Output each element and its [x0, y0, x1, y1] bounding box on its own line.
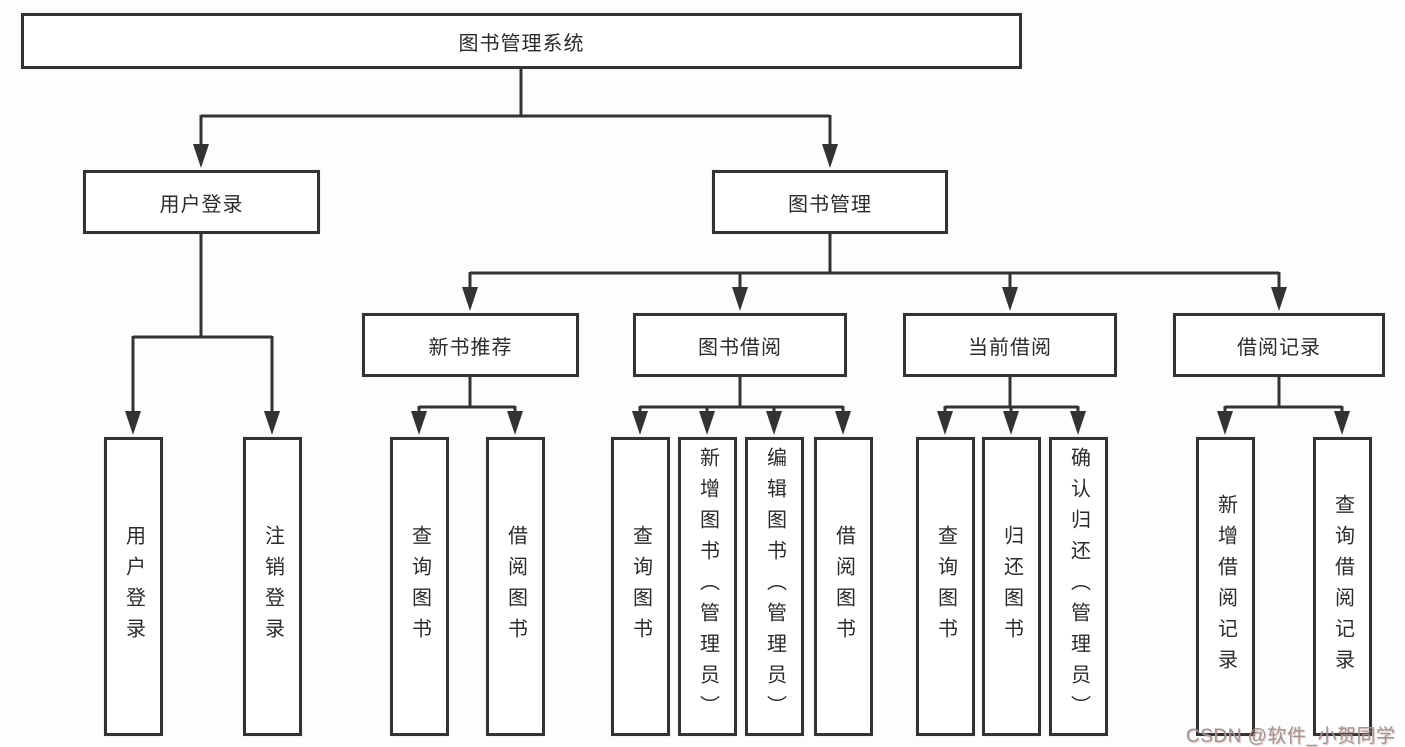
node-label: 借阅记录 [1237, 336, 1321, 359]
leaf-query-borrow-record: 查询借阅记录 [1313, 437, 1372, 736]
node-label: 图书管理系统 [458, 32, 585, 55]
node-book-management: 图书管理 [712, 170, 948, 234]
leaf-logout: 注销登录 [243, 437, 302, 736]
node-library-management-system: 图书管理系统 [21, 13, 1022, 69]
leaf-query-books-borrow: 查询图书 [611, 437, 670, 736]
leaf-query-books-recommend: 查询图书 [390, 437, 449, 736]
leaf-borrow-books-recommend: 借阅图书 [486, 437, 545, 736]
node-label: 用户登录 [159, 193, 244, 216]
leaf-query-books-current: 查询图书 [916, 437, 975, 736]
node-book-borrow: 图书借阅 [633, 313, 847, 377]
leaf-add-books-admin: 新增图书（管理员） [678, 437, 737, 736]
node-new-book-recommend: 新书推荐 [362, 313, 579, 377]
node-user-login: 用户登录 [83, 170, 320, 234]
node-current-borrow: 当前借阅 [903, 313, 1117, 377]
node-label: 当前借阅 [968, 336, 1052, 359]
node-label: 新书推荐 [428, 336, 513, 359]
leaf-borrow-books: 借阅图书 [814, 437, 873, 736]
leaf-edit-books-admin: 编辑图书（管理员） [745, 437, 804, 736]
node-label: 图书管理 [788, 193, 872, 216]
leaf-confirm-return-admin: 确认归还（管理员） [1049, 437, 1108, 736]
leaf-return-books: 归还图书 [982, 437, 1041, 736]
arrowhead-icons [125, 144, 1350, 435]
node-borrow-record: 借阅记录 [1173, 313, 1385, 377]
watermark: CSDN @软件_小贺同学 [1186, 726, 1396, 747]
node-label: 图书借阅 [698, 336, 782, 359]
leaf-add-borrow-record: 新增借阅记录 [1196, 437, 1255, 736]
leaf-user-login: 用户登录 [104, 437, 163, 736]
